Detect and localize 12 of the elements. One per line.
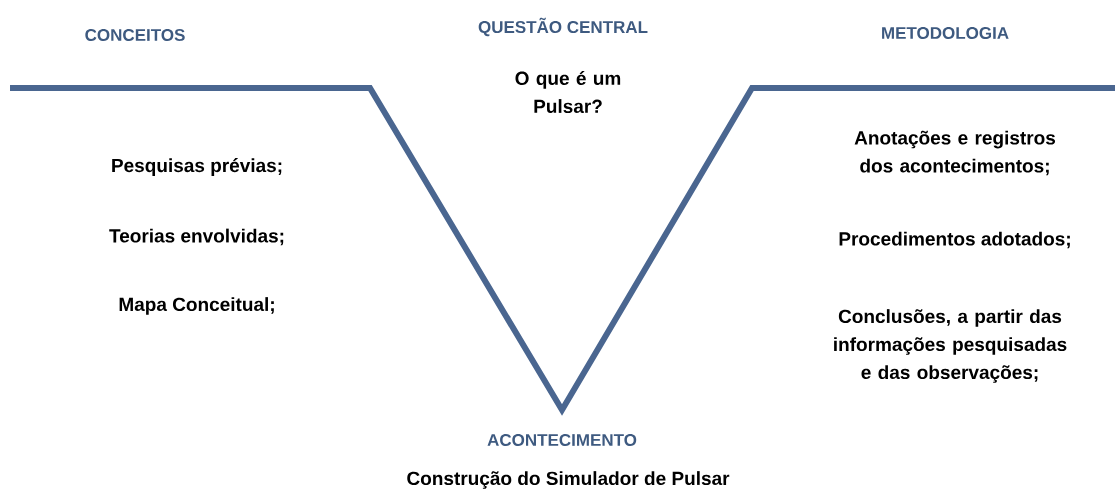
body-text: Construção do Simulador de Pulsar xyxy=(407,471,730,489)
body-text: Pesquisas prévias; xyxy=(112,158,282,176)
section-heading: CONCEITOS xyxy=(85,29,185,41)
body-text: Procedimentos adotados; xyxy=(839,231,1070,249)
body-text: O que é um Pulsar? xyxy=(515,70,621,114)
body-text: Teorias envolvidas; xyxy=(109,228,284,246)
body-text: Conclusões, a partir das informações pesquisadas e das observações; xyxy=(834,309,1067,383)
section-heading: METODOLOGIA xyxy=(882,27,1009,39)
section-heading: ACONTECIMENTO xyxy=(487,433,637,446)
section-heading: QUESTÃO CENTRAL xyxy=(478,17,648,37)
body-text: Mapa Conceitual; xyxy=(119,297,274,315)
body-text: Anotações e registros dos acontecimentos; xyxy=(854,130,1056,176)
